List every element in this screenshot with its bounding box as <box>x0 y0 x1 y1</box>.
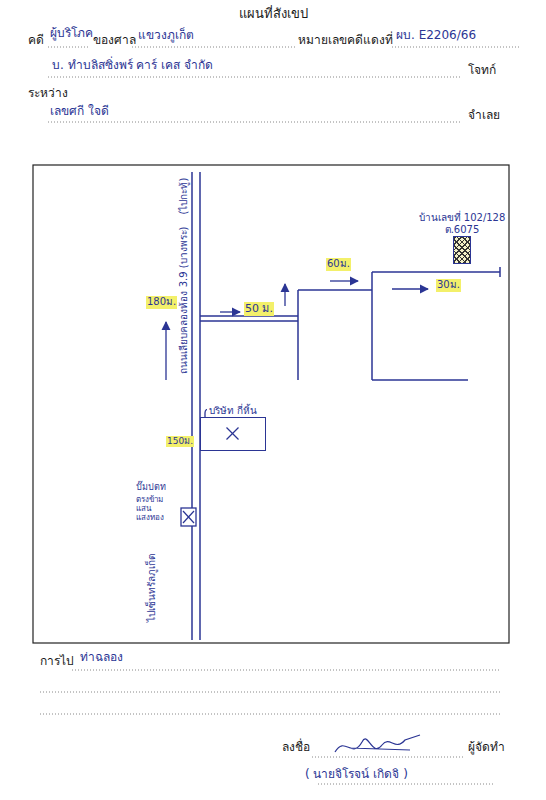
field-label: โจทก์ <box>468 63 496 78</box>
road-line <box>371 272 373 290</box>
handwritten-entry: ท่าฉลอง <box>80 650 123 665</box>
hatched-house-box <box>453 236 471 264</box>
case-number: ผบ. E2206/66 <box>396 28 476 43</box>
preparer-name: ( นายจิโรจน์ เกิดจิ ) <box>305 767 408 782</box>
signature-scribble <box>335 735 420 752</box>
direction-note: (ไปกะทู้) <box>178 176 191 217</box>
field-label: การไป <box>40 654 74 669</box>
road-line <box>199 172 201 640</box>
road-line <box>372 271 500 273</box>
road-name: ถนนเลียบคลองห้อง 3.9 (บางพระ) <box>178 224 191 375</box>
distance-label: 150ม. <box>166 436 194 447</box>
company-box: บริษัท กี่หิ้น <box>195 405 271 451</box>
road-lines <box>192 172 500 640</box>
cross-mark <box>201 418 264 449</box>
field-label: ของศาล <box>93 33 136 48</box>
landmark-label: ปั๊มปตท <box>136 482 166 493</box>
distance-label: 180ม. <box>146 296 177 309</box>
field-label: ระหว่าง <box>28 86 68 101</box>
road-line <box>499 267 501 277</box>
crossed-box <box>200 417 266 451</box>
road-line <box>200 320 298 322</box>
direction-arrows <box>166 281 428 424</box>
field-label: ผู้จัดทำ <box>468 740 505 755</box>
field-label: หมายเลขคดีแดงที่ <box>298 33 393 48</box>
road-line <box>298 289 372 291</box>
road-line <box>372 379 468 381</box>
plaintiff-name: บ. ทำบลิสซิ่งพร์ คาร์ เคส จำกัด <box>52 58 213 73</box>
dotted-fill-lines <box>40 47 520 784</box>
node-label: บริษัท กี่หิ้น <box>207 405 259 417</box>
petrol-station-symbol <box>181 508 196 526</box>
road-line <box>297 290 299 380</box>
field-label: ลงชื่อ <box>282 740 310 755</box>
map-title: แผนที่สังเขป <box>239 6 308 22</box>
distance-label: 50 ม. <box>244 302 274 316</box>
map-frame <box>33 165 509 643</box>
defendant-name: เลขศกี ใจดี <box>50 104 109 119</box>
field-label: จำเลย <box>468 108 500 123</box>
field-label: คดี <box>28 33 44 48</box>
house-marker: บ้านเลขที่ 102/128 ต.6075 <box>416 212 508 264</box>
road-line <box>191 172 193 640</box>
distance-label: 30ม. <box>436 279 461 292</box>
handwritten-entry: แขวงภูเก็ต <box>138 28 194 43</box>
landmark-label: ตรงข้าม แสนแสงทอง <box>136 495 178 523</box>
handwritten-entry: ผู้บริโภค <box>50 26 93 41</box>
node-label: บ้านเลขที่ 102/128 ต.6075 <box>416 212 508 236</box>
distance-label: 60ม. <box>326 258 351 271</box>
direction-note: ไปเซ็นทรัลภูเก็ต <box>146 552 159 624</box>
road-line <box>371 290 373 380</box>
